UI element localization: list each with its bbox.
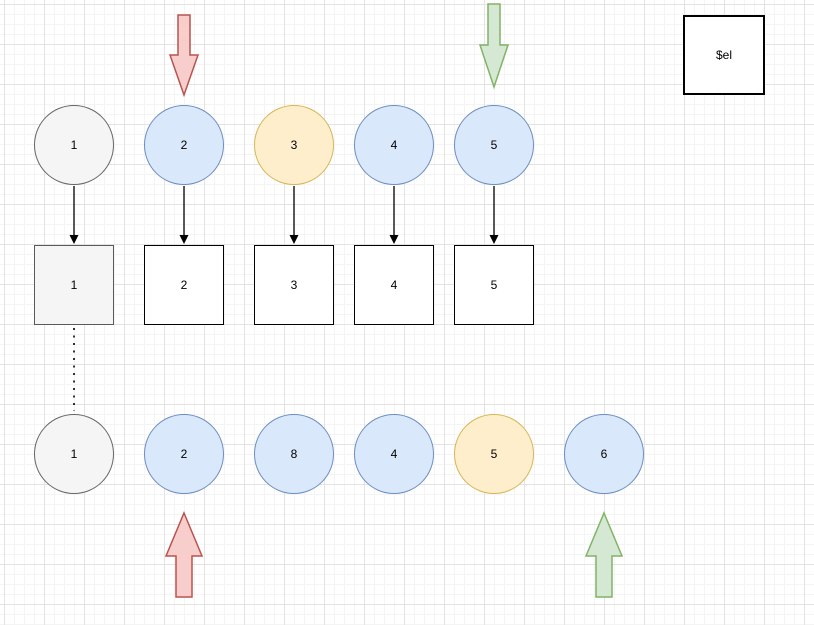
node-label: 6	[600, 447, 608, 461]
node-label: 2	[180, 278, 188, 292]
middle-square-5[interactable]: 5	[454, 245, 534, 325]
el-variable-label: $el	[715, 48, 732, 62]
arrowhead-icon	[489, 235, 499, 244]
green-down-arrow[interactable]	[478, 3, 510, 90]
connector-arrow-5[interactable]	[489, 186, 499, 244]
red-down-arrow[interactable]	[168, 14, 200, 98]
top-circle-3[interactable]: 3	[254, 105, 334, 185]
node-label: 3	[290, 138, 298, 152]
middle-square-2[interactable]: 2	[144, 245, 224, 325]
top-circle-4[interactable]: 4	[354, 105, 434, 185]
connector-arrow-2[interactable]	[179, 186, 189, 244]
bottom-circle-6[interactable]: 6	[564, 414, 644, 494]
bottom-circle-5[interactable]: 5	[454, 414, 534, 494]
connector-arrow-1[interactable]	[69, 186, 79, 244]
arrowhead-icon	[289, 235, 299, 244]
node-label: 3	[290, 278, 298, 292]
top-circle-5[interactable]: 5	[454, 105, 534, 185]
bottom-circle-1[interactable]: 1	[34, 414, 114, 494]
node-label: 5	[490, 278, 498, 292]
middle-square-1[interactable]: 1	[34, 245, 114, 325]
arrowhead-icon	[389, 235, 399, 244]
node-label: 1	[70, 447, 78, 461]
connector-arrow-4[interactable]	[389, 186, 399, 244]
node-label: 2	[180, 138, 188, 152]
arrowhead-icon	[69, 235, 79, 244]
middle-square-3[interactable]: 3	[254, 245, 334, 325]
node-label: 8	[290, 447, 298, 461]
node-label: 1	[70, 138, 78, 152]
node-label: 5	[490, 447, 498, 461]
bottom-circle-4[interactable]: 4	[354, 414, 434, 494]
middle-square-4[interactable]: 4	[354, 245, 434, 325]
green-up-arrow[interactable]	[584, 511, 624, 598]
node-label: 2	[180, 447, 188, 461]
node-label: 4	[390, 278, 398, 292]
el-variable-box[interactable]: $el	[683, 15, 765, 95]
connector-arrow-3[interactable]	[289, 186, 299, 244]
red-up-arrow[interactable]	[164, 511, 204, 598]
bottom-circle-3[interactable]: 8	[254, 414, 334, 494]
node-label: 4	[390, 138, 398, 152]
top-circle-1[interactable]: 1	[34, 105, 114, 185]
node-label: 5	[490, 138, 498, 152]
top-circle-2[interactable]: 2	[144, 105, 224, 185]
bottom-circle-2[interactable]: 2	[144, 414, 224, 494]
node-label: 4	[390, 447, 398, 461]
arrowhead-icon	[179, 235, 189, 244]
node-label: 1	[70, 278, 78, 292]
